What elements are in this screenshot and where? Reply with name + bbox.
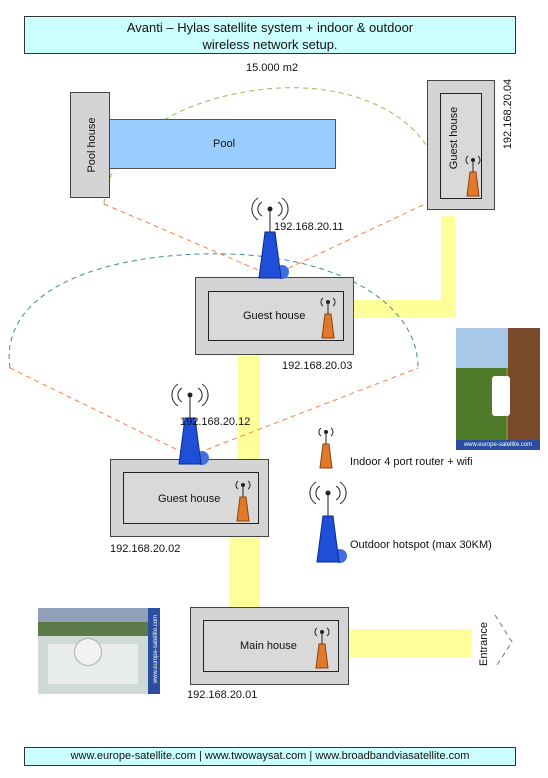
legend-outdoor-label: Outdoor hotspot (max 30KM) — [350, 539, 492, 551]
pool-house: Pool house — [70, 92, 110, 198]
coverage-line — [190, 368, 418, 456]
coverage-line — [272, 196, 442, 276]
indoor-router-icon — [312, 622, 332, 670]
indoor-router-icon — [463, 150, 483, 198]
cable-lower-to-middle — [238, 354, 260, 460]
ip-main-house: 192.168.20.01 — [187, 689, 257, 701]
photo-watermark: www.europe-satellite.com — [456, 440, 540, 450]
ip-hotspot-middle: 192.168.20.12 — [180, 416, 250, 428]
pool-house-label: Pool house — [86, 110, 98, 180]
pool: Pool — [108, 119, 336, 169]
coverage-line — [10, 368, 190, 456]
legend-indoor-label: Indoor 4 port router + wifi — [350, 456, 473, 468]
guest-house-top-right-label: Guest house — [448, 103, 460, 173]
coverage-line — [104, 204, 272, 276]
outdoor-hotspot-icon — [248, 192, 292, 284]
cable-main-to-lower — [229, 536, 260, 608]
outdoor-hotspot-icon — [306, 476, 350, 568]
guest-house-top-right: Guest house — [427, 80, 495, 210]
pool-label: Pool — [213, 138, 235, 150]
legend-indoor-router-icon — [316, 422, 336, 470]
ip-hotspot-top: 192.168.20.11 — [274, 221, 344, 233]
entrance-label: Entrance — [478, 614, 490, 674]
ip-guest-house-top-right: 192.168.20.04 — [502, 74, 514, 154]
cable-main-to-entrance — [348, 629, 471, 657]
photo-wall-hotspot: www.europe-satellite.com — [456, 328, 540, 450]
cable-middle-to-topright-v — [441, 216, 455, 318]
ip-guest-house-middle: 192.168.20.03 — [282, 360, 352, 372]
indoor-router-icon — [233, 475, 253, 523]
indoor-router-icon — [318, 292, 338, 340]
footer-links: www.europe-satellite.com | www.twowaysat… — [24, 747, 516, 766]
photo-watermark: www.europe-satellite.com — [153, 608, 159, 694]
main-house-label: Main house — [240, 640, 297, 652]
guest-house-lower-label: Guest house — [158, 493, 220, 505]
cable-middle-to-topright-h — [354, 300, 455, 318]
guest-house-middle-label: Guest house — [243, 310, 305, 322]
photo-satellite-dish: www.europe-satellite.com — [38, 608, 160, 694]
ip-guest-house-lower: 192.168.20.02 — [110, 543, 180, 555]
entrance-arrow — [495, 615, 512, 668]
